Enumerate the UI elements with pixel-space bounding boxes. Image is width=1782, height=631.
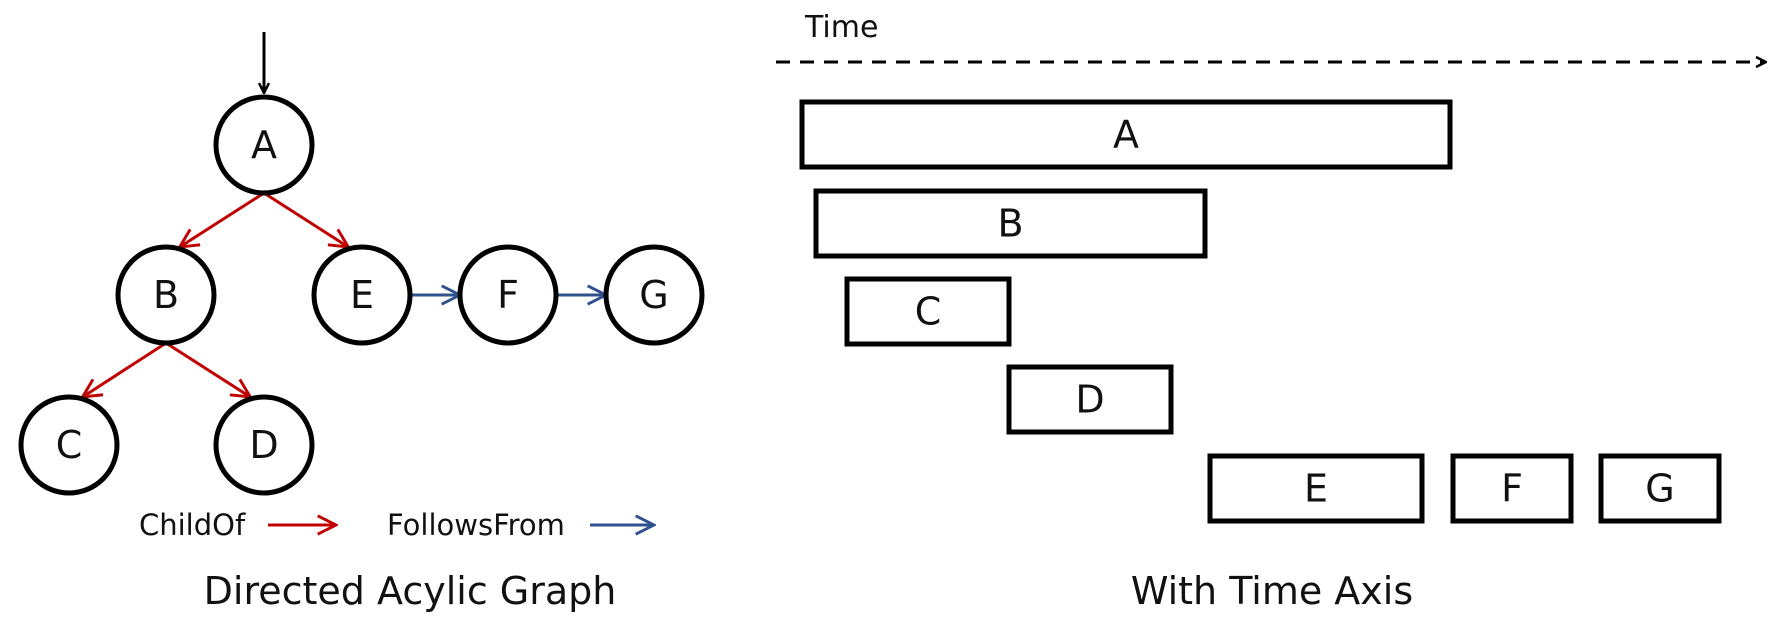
span-f: F	[1450, 453, 1574, 524]
node-e: E	[311, 244, 413, 346]
dag-panel: A B E F G C D ChildOf FollowsFrom Directed Acy…	[18, 32, 705, 613]
span-e-bar	[1207, 453, 1425, 524]
span-f-bar	[1450, 453, 1574, 524]
span-e: E	[1207, 453, 1425, 524]
span-c: C	[844, 276, 1012, 347]
timeline-caption: With Time Axis	[1131, 569, 1413, 613]
span-d: D	[1006, 364, 1174, 435]
edge-a-b	[180, 191, 265, 247]
dag-nodes: A B E F G C D	[18, 94, 705, 496]
legend: ChildOf FollowsFrom	[139, 508, 654, 542]
span-d-label: D	[1075, 378, 1104, 422]
node-c-circle	[18, 394, 120, 496]
node-g-label: G	[639, 273, 668, 317]
dag-edges	[83, 191, 606, 397]
node-c-label: C	[56, 423, 83, 467]
node-b-label: B	[153, 273, 179, 317]
node-d-circle	[213, 394, 315, 496]
span-g-label: G	[1645, 467, 1674, 511]
node-g: G	[603, 244, 705, 346]
node-b-circle	[115, 244, 217, 346]
node-f: F	[457, 244, 559, 346]
span-e-label: E	[1304, 467, 1328, 511]
node-b: B	[115, 244, 217, 346]
node-g-circle	[603, 244, 705, 346]
span-b-label: B	[997, 202, 1023, 246]
span-d-bar	[1006, 364, 1174, 435]
node-c: C	[18, 394, 120, 496]
span-c-label: C	[915, 290, 942, 334]
legend-childof-label: ChildOf	[139, 508, 246, 542]
node-e-circle	[311, 244, 413, 346]
span-g-bar	[1598, 453, 1722, 524]
edge-b-d	[165, 341, 250, 397]
node-d-label: D	[249, 423, 278, 467]
timeline-panel: Time A B C D E F G With Time Axis	[776, 10, 1766, 613]
span-g: G	[1598, 453, 1722, 524]
node-a-label: A	[251, 123, 277, 167]
edge-b-c	[83, 341, 167, 397]
timeline-spans: A B C D E F G	[799, 99, 1722, 524]
span-c-bar	[844, 276, 1012, 347]
span-f-label: F	[1501, 467, 1523, 511]
dag-caption: Directed Acylic Graph	[204, 569, 617, 613]
span-a-label: A	[1113, 113, 1139, 157]
node-f-label: F	[497, 273, 519, 317]
node-a: A	[213, 94, 315, 196]
time-axis-label: Time	[804, 10, 878, 45]
legend-followsfrom-label: FollowsFrom	[387, 508, 565, 542]
edge-a-e	[263, 191, 348, 247]
node-d: D	[213, 394, 315, 496]
node-f-circle	[457, 244, 559, 346]
span-b-bar	[813, 188, 1208, 259]
span-a: A	[799, 99, 1453, 170]
span-a-bar	[799, 99, 1453, 170]
node-e-label: E	[350, 273, 374, 317]
node-a-circle	[213, 94, 315, 196]
span-b: B	[813, 188, 1208, 259]
